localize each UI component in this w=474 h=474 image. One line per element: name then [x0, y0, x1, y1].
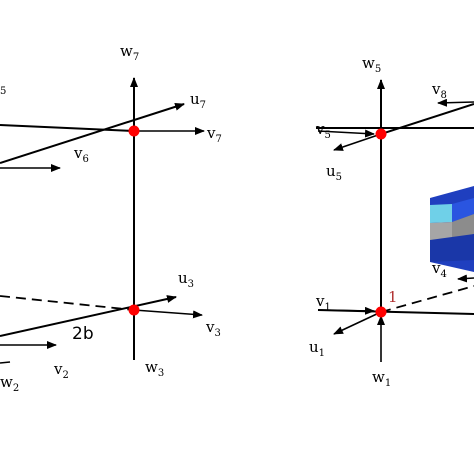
right-bottom-dashed-edge [380, 285, 474, 313]
right-v8-arrow [437, 98, 474, 107]
right-v1-arrow [317, 306, 375, 315]
left-v3-arrow [133, 309, 203, 319]
label-w5: w5 [362, 54, 381, 75]
right-element: w5 v8 v5 u5 v4 v1 u1 w1 1 [309, 54, 474, 389]
label-v7: v7 [206, 124, 222, 145]
label-node-number-1: 1 [388, 288, 398, 306]
cylinder-model [430, 186, 474, 272]
left-element: w7 u7 v7 v6 5 u3 v3 w3 v2 w2 2b [0, 42, 222, 394]
label-u3: u3 [178, 269, 194, 290]
label-v5: v5 [315, 120, 331, 141]
right-node-5 [375, 128, 387, 140]
cylinder-gray-face [430, 222, 452, 240]
right-u5-arrow [333, 133, 382, 151]
label-v1: v1 [315, 292, 331, 313]
left-top-diagonal [0, 102, 185, 164]
label-w1: w1 [372, 368, 391, 389]
right-node-1 [375, 306, 387, 318]
right-v4-arrow [457, 274, 474, 283]
label-dimension-2b: 2b [72, 324, 94, 344]
label-v3: v3 [205, 318, 221, 339]
left-node-7 [128, 125, 140, 137]
label-w2: w2 [0, 373, 19, 394]
label-w7: w7 [120, 42, 139, 63]
left-node-3 [128, 304, 140, 316]
left-w2-arrow [0, 361, 11, 364]
label-v6: v6 [73, 144, 89, 165]
cylinder-light-face [430, 204, 452, 223]
right-u1-arrow [333, 311, 382, 335]
left-bottom-dashed-edge [0, 295, 135, 311]
cylinder-lower-face [430, 234, 474, 262]
left-top-edge [0, 124, 135, 132]
label-v4: v4 [431, 259, 447, 280]
label-v2: v2 [53, 360, 69, 381]
label-w3: w3 [145, 358, 164, 379]
label-u1: u1 [309, 338, 325, 359]
right-top-diagonal [380, 103, 474, 135]
cylinder-gray-band [452, 214, 474, 240]
label-u7: u7 [190, 90, 206, 111]
label-top-partial: 5 [0, 86, 6, 97]
right-v5-arrow [317, 129, 375, 138]
left-bottom-diagonal [0, 295, 177, 337]
label-u5: u5 [326, 162, 342, 183]
label-v8: v8 [431, 80, 447, 101]
